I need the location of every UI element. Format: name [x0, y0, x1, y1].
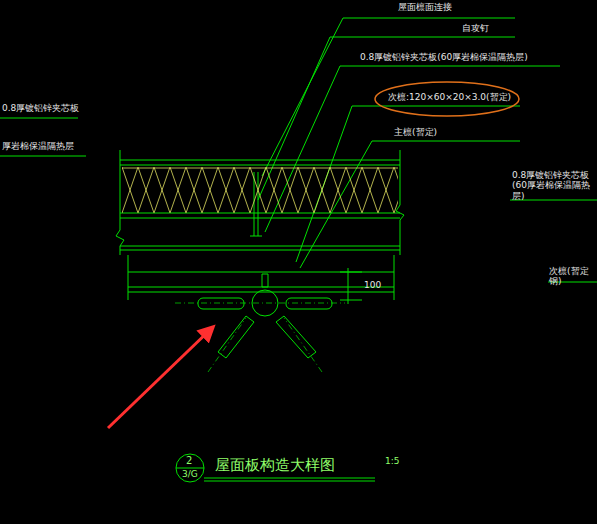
sheet-number: 3/G [182, 469, 198, 479]
scale-text: 1:5 [385, 456, 399, 466]
leader-label: 自攻钉 [462, 23, 489, 33]
leader-label: 0.8厚镀铝锌夹芯板 [2, 103, 79, 113]
leader-label: 次檩(暂定钢) [549, 266, 594, 287]
dimension-text: 100 [364, 280, 381, 290]
leader-label: 主檩(暂定) [394, 127, 437, 137]
detail-number: 2 [186, 455, 192, 467]
drawing-title: 屋面板构造大样图 [215, 456, 335, 475]
leader-label: 次檩:120×60×20×3.0(暂定) [388, 92, 511, 102]
leader-label: 屋面檩面连接 [398, 2, 452, 12]
leader-label: 厚岩棉保温隔热层 [2, 141, 74, 151]
leader-label: 0.8厚镀铝锌夹芯板(60厚岩棉保温隔热层) [360, 52, 528, 62]
leader-label: 0.8厚镀铝锌夹芯板(60厚岩棉保温隔热层) [512, 170, 594, 201]
